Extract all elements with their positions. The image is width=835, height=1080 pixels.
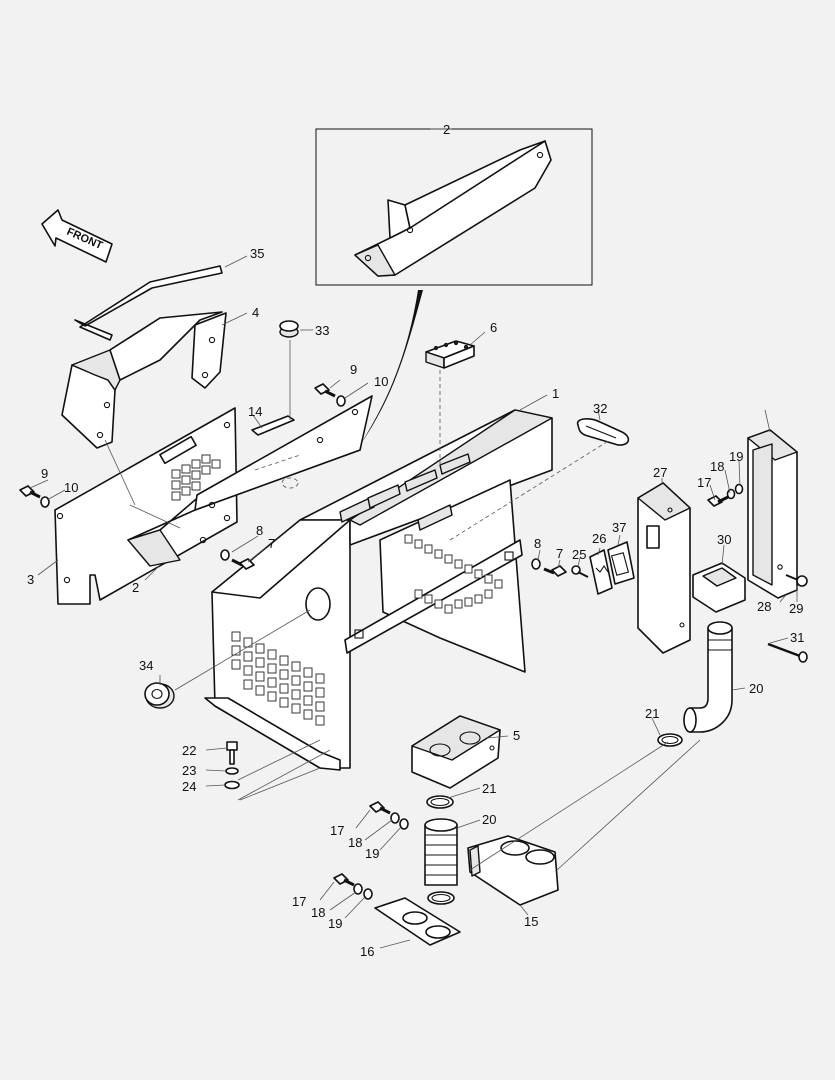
callout-9-left: 9 (41, 466, 48, 481)
callout-5: 5 (513, 728, 520, 743)
part-16-plate (374, 897, 461, 946)
part-3-side-panel (54, 407, 238, 605)
callout-6: 6 (490, 320, 497, 335)
part-27-box (637, 482, 691, 654)
callout-22: 22 (182, 743, 196, 758)
part-21-clamp-bottom (427, 891, 455, 905)
callout-7-right: 7 (556, 546, 563, 561)
part-20-elbow-hose (683, 621, 733, 733)
hardware-set-7-8-right (531, 558, 567, 577)
part-33-plug (279, 320, 299, 338)
part-29-cap (785, 574, 808, 587)
hardware-set-7-8-left (220, 549, 255, 570)
part-31-screw (767, 642, 808, 663)
part-28-bracket (747, 429, 798, 599)
callout-35: 35 (250, 246, 264, 261)
callout-18-upper: 18 (710, 459, 724, 474)
callout-27: 27 (653, 465, 667, 480)
leader-lines (29, 128, 798, 949)
part-14-plate (251, 415, 295, 436)
callout-14: 14 (248, 404, 262, 419)
part-22-bolt (226, 741, 238, 765)
part-6-connector (425, 340, 475, 369)
callout-30: 30 (717, 532, 731, 547)
callout-19-middle: 19 (365, 846, 379, 861)
callout-10-right: 10 (374, 374, 388, 389)
callout-18-lower: 18 (311, 905, 325, 920)
callout-1: 1 (552, 386, 559, 401)
callout-33: 33 (315, 323, 329, 338)
callout-labels: 1 2 2 3 4 5 6 7 7 8 8 9 9 10 10 14 15 16… (27, 122, 804, 959)
callout-9-right: 9 (350, 362, 357, 377)
hardware-set-17-18-19-upper (707, 483, 744, 507)
callout-16: 16 (360, 944, 374, 959)
assembly-lines (104, 370, 701, 871)
part-23-washer (225, 767, 239, 775)
callout-24: 24 (182, 779, 196, 794)
callout-19-lower: 19 (328, 916, 342, 931)
part-1-front-vent-grid (231, 631, 325, 726)
part-21-clamp-lower (426, 795, 454, 809)
callout-29: 29 (789, 601, 803, 616)
hardware-set-25 (571, 565, 589, 578)
callout-10-left: 10 (64, 480, 78, 495)
callout-8-left: 8 (256, 523, 263, 538)
part-2-detail (354, 140, 552, 277)
callout-4: 4 (252, 305, 259, 320)
callout-8-right: 8 (534, 536, 541, 551)
part-35-rod (74, 265, 223, 341)
callout-23: 23 (182, 763, 196, 778)
hardware-set-9-10-right (314, 383, 346, 407)
part-1-housing (204, 409, 553, 771)
part-15-adapter (467, 835, 559, 906)
part-21-clamp-upper (657, 733, 683, 747)
part-5-housing (411, 715, 501, 789)
part-3-vent-grid (171, 454, 221, 501)
callout-17-upper: 17 (697, 475, 711, 490)
callout-15: 15 (524, 914, 538, 929)
part-30-seal (692, 562, 746, 613)
part-24-washer (224, 780, 240, 790)
callout-3: 3 (27, 572, 34, 587)
callout-2-inset: 2 (443, 122, 450, 137)
front-direction-arrow: FRONT (41, 209, 113, 263)
callout-20-straight: 20 (482, 812, 496, 827)
inset-pointer (360, 290, 423, 445)
part-26-frame (589, 549, 613, 595)
part-20-straight-hose (424, 818, 458, 886)
callout-17-middle: 17 (330, 823, 344, 838)
callout-20-elbow: 20 (749, 681, 763, 696)
callout-31: 31 (790, 630, 804, 645)
hardware-set-17-18-19-middle (369, 801, 409, 830)
part-37-frame (607, 541, 635, 585)
part-2-bracket (127, 395, 373, 567)
callout-26: 26 (592, 531, 606, 546)
callout-25: 25 (572, 547, 586, 562)
callout-28: 28 (757, 599, 771, 614)
callout-34: 34 (139, 658, 153, 673)
part-1-inner-vent-grid (404, 534, 503, 614)
callout-18-middle: 18 (348, 835, 362, 850)
part-4-bracket (61, 311, 227, 449)
part-34-grommet (144, 682, 175, 709)
hardware-set-9-10-left (19, 485, 50, 508)
callout-2: 2 (132, 580, 139, 595)
callout-21-lower: 21 (482, 781, 496, 796)
callout-21-upper: 21 (645, 706, 659, 721)
part-32-gasket (576, 418, 630, 446)
callout-7-left: 7 (268, 536, 275, 551)
callout-32: 32 (593, 401, 607, 416)
hardware-set-17-18-19-lower (333, 873, 373, 900)
callout-19-upper: 19 (729, 449, 743, 464)
callout-37: 37 (612, 520, 626, 535)
inset-detail-box (315, 128, 593, 445)
callout-17-lower: 17 (292, 894, 306, 909)
